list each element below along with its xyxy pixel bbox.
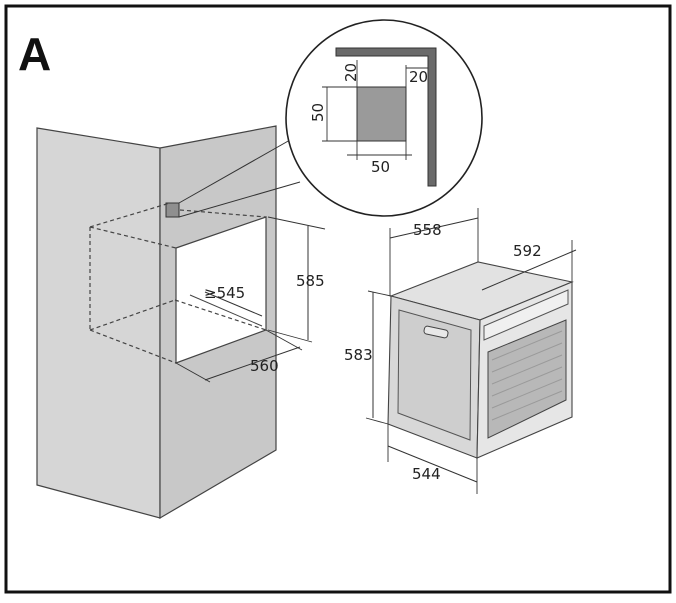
ext-line-585-top (267, 216, 326, 230)
ext-line-583-bottom (365, 417, 389, 425)
dim-label-585: 585 (296, 272, 325, 290)
dim-label-558: 558 (413, 221, 442, 239)
dim-label-544: 544 (412, 465, 441, 483)
ext-line-583-top (367, 290, 392, 297)
dim-line-560 (204, 346, 301, 381)
ext-line-560-right (265, 329, 303, 351)
oven-window-shading (491, 330, 563, 421)
dim-label-545: ≥545 (204, 284, 245, 302)
detail-label-top: 20 (342, 63, 360, 82)
detail-corner (335, 47, 437, 187)
dim-label-560: 560 (250, 357, 279, 375)
cabinet-left-face (36, 127, 161, 519)
vent-opening (165, 202, 180, 218)
dim-label-592: 592 (513, 242, 542, 260)
cabinet-hidden-lines (89, 202, 267, 364)
detail-dimension-lines (322, 60, 428, 160)
detail-label-right: 20 (409, 68, 428, 86)
vent-detail: 20 20 50 50 (285, 19, 483, 217)
oven-handle (423, 325, 449, 339)
detail-label-height: 50 (309, 103, 327, 122)
dim-line-545 (204, 291, 263, 317)
dim-line-592 (481, 249, 577, 291)
niche-floor-line (189, 294, 263, 327)
ext-line-560-left (175, 362, 211, 383)
detail-leader-upper (178, 139, 291, 204)
ext-line-585-bottom (267, 329, 313, 343)
oven-side-panel (397, 309, 472, 441)
dim-label-583: 583 (344, 346, 373, 364)
detail-label-width: 50 (371, 158, 390, 176)
cabinet: ≥545 585 560 (36, 125, 326, 520)
dim-line-544 (387, 445, 478, 483)
panel-letter: A (18, 28, 51, 80)
oven-control-strip (483, 289, 569, 341)
detail-leader-lower (178, 181, 301, 218)
detail-vent-square (356, 86, 407, 142)
dim-line-558 (389, 217, 479, 239)
oven: 558 592 583 544 (344, 208, 577, 494)
